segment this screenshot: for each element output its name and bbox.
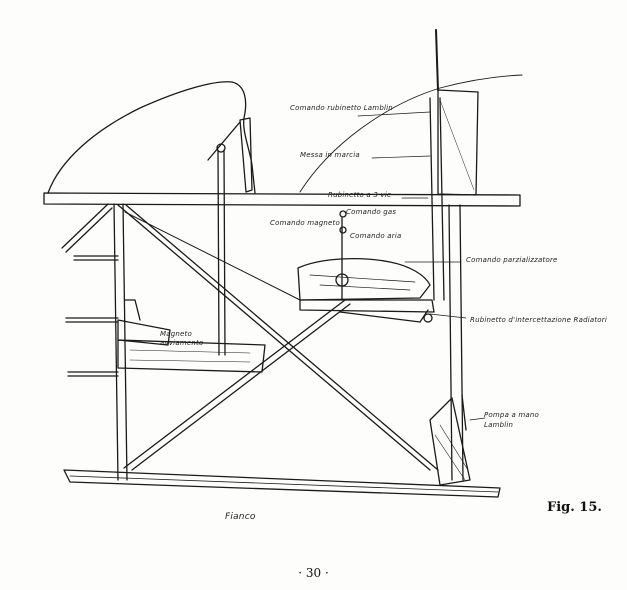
floor-grain — [129, 349, 251, 363]
control-column — [217, 149, 226, 356]
linkage-rod — [339, 309, 429, 323]
label-fianco: Fianco — [225, 512, 256, 522]
floor-plank — [117, 339, 266, 373]
front-post — [113, 203, 128, 481]
brace-b — [123, 299, 351, 471]
leader-5 — [429, 313, 467, 319]
label-rubinetto-intercettazione: Rubinetto d'intercettazione Radiatori — [470, 316, 607, 324]
label-comando-parzializzatore: Comando parzializzatore — [466, 256, 558, 264]
bottom-skid-inner — [69, 475, 499, 493]
hood-outline — [47, 81, 256, 194]
label-rubinetto-3-vie: Rubinetto a 3 vie — [328, 191, 392, 199]
rib-1 — [73, 255, 119, 261]
top-longeron — [43, 192, 521, 207]
rear-post — [448, 204, 464, 481]
seat-frame — [299, 299, 435, 313]
windshield-arc — [299, 74, 523, 193]
label-comando-magneto: Comando magneto — [270, 219, 340, 227]
label-messa-in-marcia: Messa in marcia — [300, 151, 360, 159]
label-comando-rubinetto: Comando rubinetto Lamblin — [290, 104, 393, 112]
page-number: · 30 · — [298, 566, 329, 580]
pump-hatch — [434, 424, 469, 481]
pump-bracket — [429, 397, 471, 486]
label-comando-gas: Comando gas — [346, 208, 397, 216]
engine-block — [297, 257, 431, 301]
leader-6 — [469, 417, 486, 421]
seat-back — [437, 89, 479, 196]
label-magneto-avviamento: Magneto avviamento — [160, 330, 204, 347]
pump-stem — [461, 394, 467, 431]
magneto-box — [117, 319, 171, 346]
rib-3 — [67, 371, 119, 377]
rib-2 — [65, 317, 119, 323]
top-rod — [435, 29, 439, 91]
brace-a — [117, 204, 439, 471]
magneto-handle — [124, 299, 141, 321]
bottom-skid — [63, 469, 501, 498]
control-top — [207, 117, 253, 193]
label-comando-aria: Comando aria — [350, 232, 402, 240]
diag-small-left — [61, 203, 113, 253]
leader-2 — [371, 155, 431, 159]
leader-1 — [357, 111, 431, 117]
label-pompa-a-mano: Pompa a mano Lamblin — [484, 411, 540, 429]
seat-back-inner — [439, 99, 475, 191]
engine-detail — [309, 274, 416, 291]
seat-post — [429, 97, 445, 301]
figure-caption: Fig. 15. — [547, 500, 602, 515]
brace-c — [124, 211, 301, 301]
